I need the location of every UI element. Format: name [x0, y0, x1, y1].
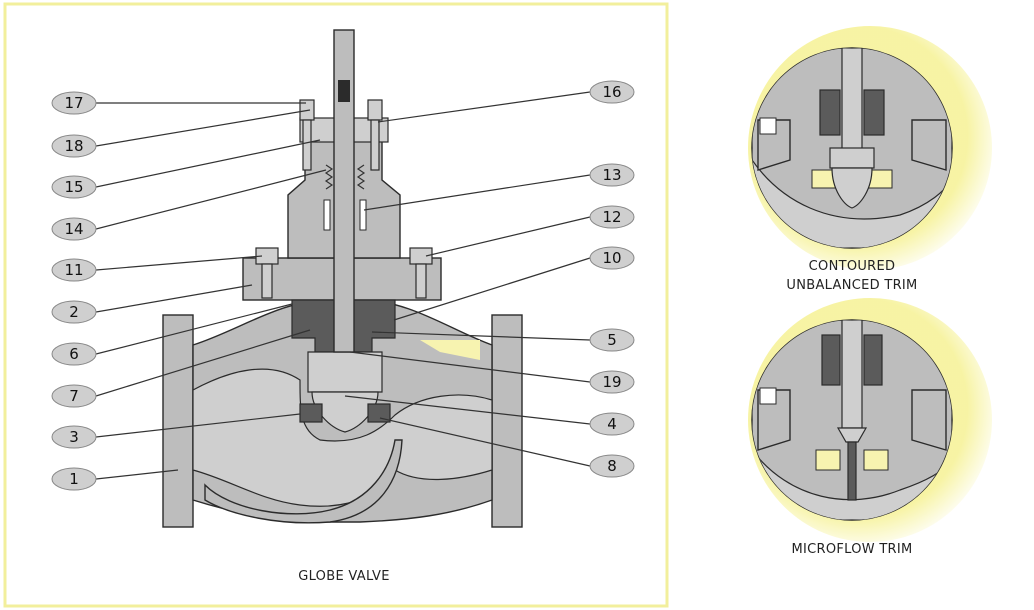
callout-5: 5 — [589, 328, 635, 352]
svg-text:16: 16 — [602, 83, 621, 101]
svg-text:6: 6 — [69, 345, 79, 363]
callout-6: 6 — [51, 342, 97, 366]
callout-12: 12 — [589, 205, 635, 229]
svg-text:15: 15 — [64, 178, 83, 196]
svg-text:10: 10 — [602, 249, 621, 267]
callout-18: 18 — [51, 134, 97, 158]
callout-4: 4 — [589, 412, 635, 436]
svg-text:5: 5 — [607, 331, 617, 349]
callout-16: 16 — [589, 80, 635, 104]
microflow-trim-detail — [748, 298, 992, 542]
callout-11: 11 — [51, 258, 97, 282]
svg-text:4: 4 — [607, 415, 617, 433]
svg-text:17: 17 — [64, 94, 83, 112]
callout-10: 10 — [589, 246, 635, 270]
contoured-trim-caption-line1: CONTOURED — [809, 259, 896, 274]
callout-14: 14 — [51, 217, 97, 241]
callout-2: 2 — [51, 300, 97, 324]
callouts-left: 17 18 15 14 11 2 6 7 3 1 — [51, 91, 97, 491]
svg-text:18: 18 — [64, 137, 83, 155]
leader-lines — [95, 91, 591, 480]
callout-7: 7 — [51, 384, 97, 408]
callout-13: 13 — [589, 163, 635, 187]
main-caption: GLOBE VALVE — [298, 569, 390, 584]
svg-text:13: 13 — [602, 166, 621, 184]
microflow-trim-caption: MICROFLOW TRIM — [791, 542, 912, 557]
callout-3: 3 — [51, 425, 97, 449]
callout-17: 17 — [51, 91, 97, 115]
svg-text:12: 12 — [602, 208, 621, 226]
callout-1: 1 — [51, 467, 97, 491]
svg-text:19: 19 — [602, 373, 621, 391]
svg-text:14: 14 — [64, 220, 83, 238]
callouts-right: 16 13 12 10 5 19 4 8 — [589, 80, 635, 478]
svg-text:2: 2 — [69, 303, 79, 321]
svg-text:11: 11 — [64, 261, 83, 279]
contoured-trim-caption-line2: UNBALANCED TRIM — [786, 278, 917, 293]
svg-text:8: 8 — [607, 457, 617, 475]
callout-15: 15 — [51, 175, 97, 199]
contoured-trim-detail — [748, 26, 992, 270]
svg-text:3: 3 — [69, 428, 79, 446]
valve-body — [162, 29, 523, 528]
callout-8: 8 — [589, 454, 635, 478]
svg-text:7: 7 — [69, 387, 79, 405]
callout-19: 19 — [589, 370, 635, 394]
svg-text:1: 1 — [69, 470, 79, 488]
